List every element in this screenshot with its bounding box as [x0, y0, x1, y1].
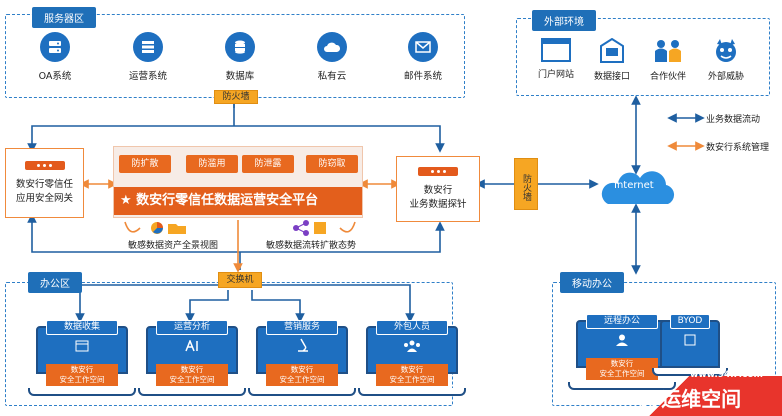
group-icon [404, 340, 420, 352]
server-mail[interactable]: 邮件系统 [383, 32, 463, 82]
server-db[interactable]: 数据库 [200, 32, 280, 82]
device-icon [684, 334, 696, 346]
firewall-right: 防火墙 [514, 158, 538, 210]
laptop-title: 运营分析 [156, 320, 228, 335]
asset-view-label: 敏感数据资产全景视图 [128, 241, 219, 251]
ai-icon [185, 340, 198, 352]
server-icon [133, 32, 163, 62]
mail-icon [408, 32, 438, 62]
legend-mgmt-flow: 数安行系统管理 [706, 143, 770, 153]
external-zone [516, 18, 770, 96]
external-label: 合作伙伴 [649, 72, 686, 82]
chip-anti-spread: 防扩散 [119, 155, 171, 173]
gateway-line2: 应用安全网关 [15, 193, 73, 204]
device-icon [24, 161, 65, 170]
external-label: 数据接口 [593, 72, 630, 82]
asset-view-icon [151, 222, 186, 234]
external-partners[interactable]: 合作伙伴 [640, 38, 696, 82]
mobile-zone-title: 移动办公 [560, 272, 624, 293]
laptop-title: 远程办公 [586, 314, 658, 329]
laptop-ops-analysis[interactable]: 运营分析 数安行 安全工作空间 [138, 320, 246, 396]
laptop-data-collection[interactable]: 数据收集 数安行 安全工作空间 [28, 320, 136, 396]
legend-business-flow: 业务数据流动 [706, 115, 761, 125]
laptop-remote-office[interactable]: 远程办公 数安行 安全工作空间 [568, 314, 676, 390]
internet-cloud-icon [601, 171, 675, 204]
external-label: 门户网站 [537, 70, 574, 80]
external-threat[interactable]: 外部威胁 [698, 38, 754, 82]
server-ops[interactable]: 运营系统 [108, 32, 188, 82]
server-cloud[interactable]: 私有云 [292, 32, 372, 82]
laptop-title: 数据收集 [46, 320, 118, 335]
laptop-base [248, 388, 356, 396]
security-platform[interactable]: 防扩散 防滥用 防泄露 防窃取 ★ 数安行零信任数据运营安全平台 [113, 146, 363, 218]
laptop-title: 外包人员 [376, 320, 448, 335]
external-zone-title: 外部环境 [532, 10, 596, 31]
business-data-probe[interactable]: 数安行 业务数据探针 [396, 156, 480, 222]
workspace-label: 数安行 安全工作空间 [46, 364, 118, 386]
watermark-banner [632, 376, 782, 416]
laptop-marketing[interactable]: 营销服务 数安行 安全工作空间 [248, 320, 356, 396]
microscope-icon [298, 338, 308, 352]
chip-anti-leak: 防泄露 [242, 155, 294, 173]
database-icon [225, 32, 255, 62]
external-label: 外部威胁 [707, 72, 744, 82]
laptop-base [652, 368, 728, 376]
server-label: OA系统 [38, 71, 72, 82]
watermark-brand: IT运维空间 [640, 387, 742, 411]
device-icon [418, 167, 458, 176]
laptop-title: 营销服务 [266, 320, 338, 335]
workspace-label: 数安行 安全工作空间 [156, 364, 228, 386]
probe-line2: 业务数据探针 [409, 199, 467, 210]
server-label: 私有云 [317, 71, 347, 82]
cloud-icon [317, 32, 347, 62]
flow-trend-icon [293, 220, 326, 236]
workspace-label: 数安行 安全工作空间 [376, 364, 448, 386]
zero-trust-gateway[interactable]: 数安行零信任 应用安全网关 [5, 148, 84, 218]
server-label: 运营系统 [128, 71, 167, 82]
laptop-base [358, 388, 466, 396]
watermark-url: www.94IP.com [690, 370, 763, 380]
server-icon [40, 32, 70, 62]
workspace-label: 数安行 安全工作空间 [266, 364, 338, 386]
office-zone-title: 办公区 [28, 272, 82, 293]
browser-window-icon [541, 38, 571, 62]
workspace-label: 数安行 安全工作空间 [586, 358, 658, 380]
probe-line1: 数安行 [423, 185, 453, 196]
server-label: 数据库 [225, 71, 255, 82]
user-icon [616, 334, 628, 346]
external-portal[interactable]: 门户网站 [528, 38, 584, 80]
laptop-title: BYOD [670, 314, 710, 329]
chip-anti-theft: 防窃取 [306, 155, 358, 173]
server-label: 邮件系统 [403, 71, 442, 82]
devil-icon [716, 39, 736, 62]
firewall-top: 防火墙 [214, 90, 258, 104]
laptop-base [138, 388, 246, 396]
server-oa[interactable]: OA系统 [15, 32, 95, 82]
calendar-icon [75, 340, 89, 352]
switch[interactable]: 交换机 [218, 272, 262, 288]
chip-anti-abuse: 防滥用 [186, 155, 238, 173]
laptop-byod[interactable]: BYOD [652, 314, 728, 376]
data-interface-icon [600, 38, 624, 63]
flow-trend-label: 敏感数据流转扩散态势 [266, 241, 357, 251]
platform-title: ★ 数安行零信任数据运营安全平台 [114, 187, 362, 215]
laptop-base [28, 388, 136, 396]
laptop-outsourcing[interactable]: 外包人员 数安行 安全工作空间 [358, 320, 466, 396]
external-api[interactable]: 数据接口 [584, 38, 640, 82]
partners-icon [655, 40, 681, 62]
internet-label: Internet [614, 180, 654, 191]
server-zone-title: 服务器区 [32, 7, 96, 28]
gateway-line1: 数安行零信任 [15, 179, 73, 190]
